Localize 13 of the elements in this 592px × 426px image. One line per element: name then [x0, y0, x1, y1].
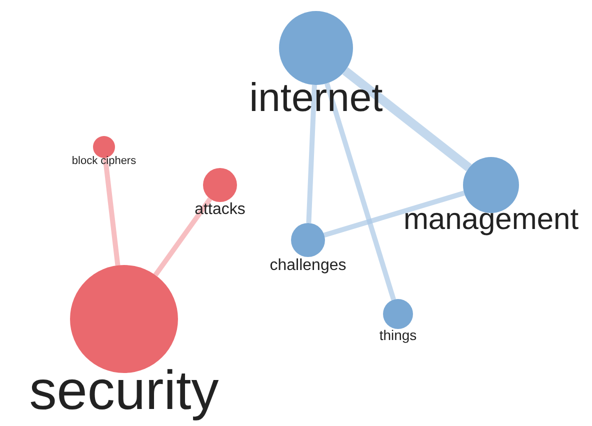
connector-line: [102, 158, 120, 266]
node-label: management: [403, 205, 579, 235]
connector-line: [324, 82, 396, 300]
node-label: security: [29, 363, 219, 418]
connector-line: [342, 67, 472, 172]
node-label: challenges: [270, 258, 346, 274]
connector-line: [153, 197, 212, 277]
node-label: internet: [249, 78, 383, 118]
connector-line: [306, 84, 317, 224]
node-label: attacks: [194, 202, 246, 218]
node-label: block ciphers: [72, 156, 136, 167]
node-label: things: [379, 328, 417, 342]
connector-line: [324, 190, 465, 238]
